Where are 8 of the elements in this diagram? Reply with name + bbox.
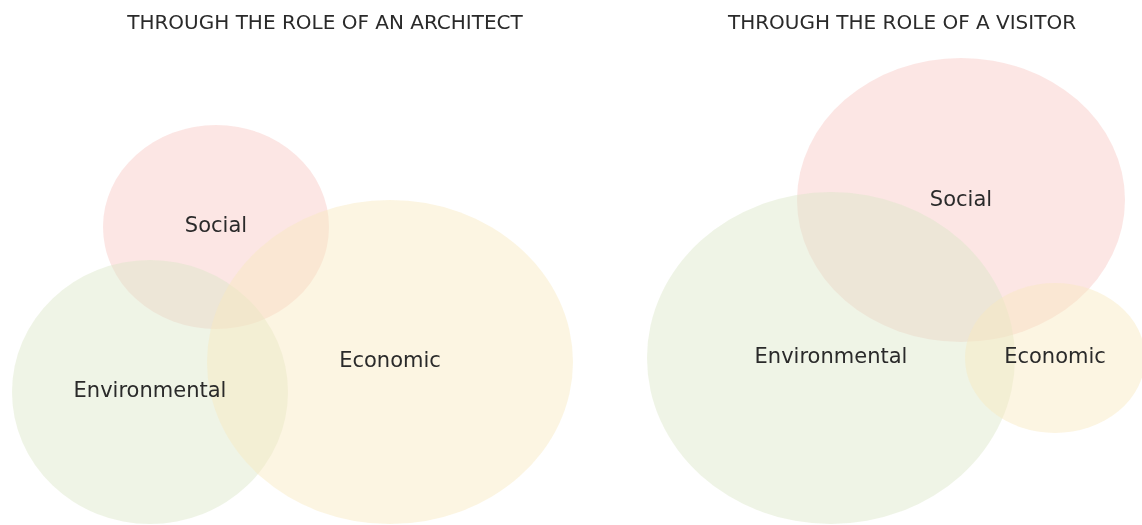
set-label: Environmental xyxy=(73,378,227,402)
set-label: Social xyxy=(929,187,993,211)
set-label: Social xyxy=(184,213,248,237)
set-label: Economic xyxy=(339,348,441,372)
set-label: Economic xyxy=(1004,344,1106,368)
set-label: Environmental xyxy=(754,344,908,368)
panel-heading: THROUGH THE ROLE OF A VISITOR xyxy=(727,10,1077,34)
panel-heading: THROUGH THE ROLE OF AN ARCHITECT xyxy=(127,10,523,34)
